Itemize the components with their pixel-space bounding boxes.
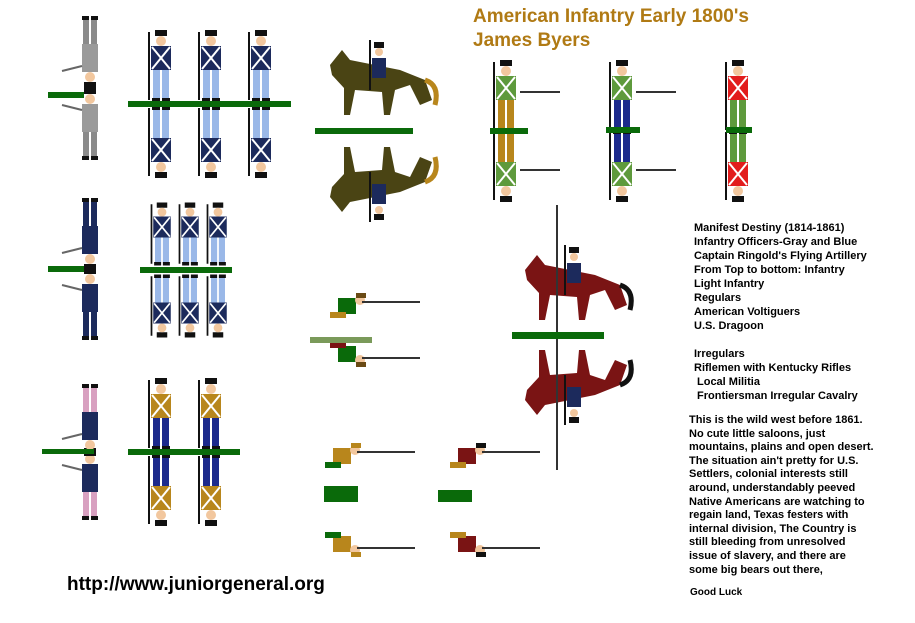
base-bar [48,266,84,272]
description-line: around, understandably peeved [689,481,856,494]
officer-flying-artillery-group [42,383,99,521]
description-line: This is the wild west before 1861. [689,414,863,426]
legend-line: From Top to bottom: Infantry [694,264,845,276]
frontiersman-cavalry-group [512,205,633,470]
sign-off: Good Luck [690,587,743,598]
description-line: mountains, plains and open desert. [689,441,874,454]
irregular-redcoat [725,59,752,203]
officer-gray-group [48,15,99,161]
base-bar [490,128,528,134]
description-line: The situation ain't pretty for U.S. [689,454,859,467]
description-line: regain land, Texas festers with [689,509,849,522]
base-bar [438,490,472,502]
legend-line: American Voltiguers [694,306,801,318]
legend-line: U.S. Dragoon [694,320,764,332]
legend-line: Riflemen with Kentucky Rifles [694,362,852,374]
base-bar [512,332,604,339]
legend-line: Local Militia [697,376,760,388]
infantry-block-bottom [128,377,240,527]
description-line: issue of slavery, and there are [689,549,846,562]
infantry-block-middle [140,201,232,339]
legend-line: Regulars [694,292,742,304]
base-bar [606,127,640,133]
legend-line: Irregulars [694,348,745,360]
description: This is the wild west before 1861. No cu… [689,414,909,577]
description-line: some big bears out there, [689,563,823,576]
infantry-block-top [128,29,291,179]
site-url: http://www.juniorgeneral.org [67,574,325,595]
description-line: No cute little saloons, just [689,427,826,440]
legend: Manifest Destiny (1814-1861) Infantry Of… [694,221,867,403]
us-dragoon-group [315,39,438,223]
local-militia-group [324,442,541,558]
base-bar [42,449,94,454]
legend-line: Light Infantry [694,278,765,290]
irregular-rifleman-green [490,59,560,203]
description-line: Settlers, colonial interests still [689,468,848,481]
base-bar [726,127,752,133]
base-bar [128,101,291,107]
base-bar [324,486,358,502]
irregular-rifleman-navy [606,59,676,203]
description-line: Native Americans are watching to [689,495,865,508]
base-bar [128,449,240,455]
base-bar [315,128,413,134]
kentucky-riflemen-group [310,292,421,368]
legend-line: Captain Ringold's Flying Artillery [694,250,867,262]
base-bar [140,267,232,273]
description-line: still bleeding from unresolved [689,536,846,549]
author-name: James Byers [473,30,591,51]
base-bar [48,92,84,98]
officer-blue-group [48,197,99,341]
legend-line: Infantry Officers-Gray and Blue [694,236,858,248]
description-line: internal division, The Country is [689,522,857,535]
legend-line: Frontiersman Irregular Cavalry [697,390,858,402]
legend-line: Manifest Destiny (1814-1861) [694,222,845,234]
base-bar [310,337,372,343]
page-title: American Infantry Early 1800's [473,6,749,27]
